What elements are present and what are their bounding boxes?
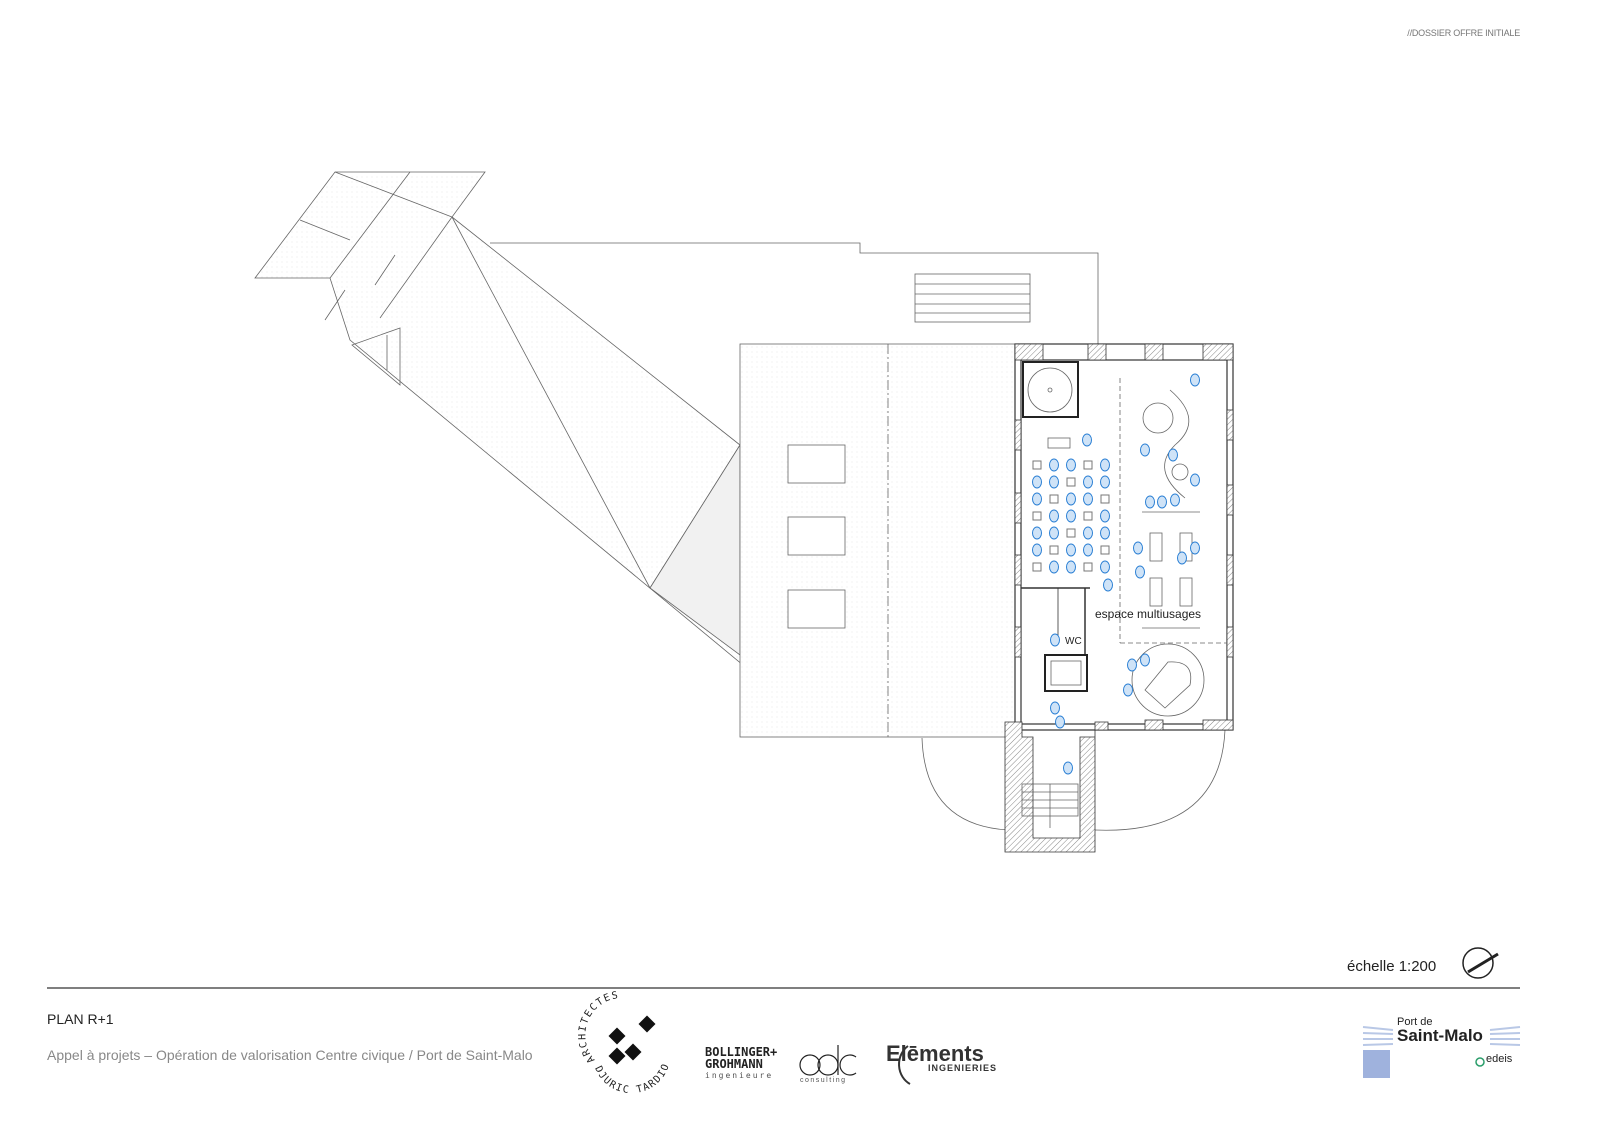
chair	[1066, 477, 1076, 487]
person-figure	[1190, 373, 1200, 387]
person-figure	[1100, 475, 1110, 489]
chair	[1032, 562, 1042, 572]
main-building	[1014, 343, 1234, 731]
person-figure	[1063, 761, 1073, 775]
terrace-arc-left	[921, 737, 1009, 831]
svg-text:consulting: consulting	[800, 1077, 847, 1084]
person-figure	[1082, 433, 1092, 447]
person-figure	[1140, 653, 1150, 667]
person-figure	[1145, 495, 1155, 509]
person-figure	[1055, 715, 1065, 729]
person-figure	[1083, 526, 1093, 540]
rear-building-outline	[490, 242, 1099, 344]
odc-logo: consulting	[799, 1045, 857, 1084]
logo-text: INGENIERIES	[928, 1063, 998, 1073]
person-figure	[1049, 475, 1059, 489]
stair-tower	[1004, 721, 1109, 853]
person-figure	[1032, 543, 1042, 557]
person-figure	[1049, 526, 1059, 540]
chair	[1083, 562, 1093, 572]
project-subtitle: Appel à projets – Opération de valorisat…	[47, 1047, 533, 1063]
north-arrow-icon	[1462, 947, 1499, 979]
furniture-figures	[1032, 373, 1200, 775]
person-figure	[1066, 543, 1076, 557]
person-figure	[1103, 578, 1113, 592]
person-figure	[1049, 560, 1059, 574]
person-figure	[1123, 683, 1133, 697]
terrace-arc-right	[1094, 729, 1226, 831]
chair	[1032, 460, 1042, 470]
person-figure	[1190, 473, 1200, 487]
chair	[1066, 528, 1076, 538]
room-label-wc: WC	[1065, 636, 1082, 647]
person-figure	[1066, 509, 1076, 523]
svg-text:DJURIC TARDIO: DJURIC TARDIO	[592, 1062, 672, 1097]
dossier-label: //DOSSIER OFFRE INITIALE	[1407, 28, 1520, 38]
person-figure	[1066, 560, 1076, 574]
person-figure	[1066, 492, 1076, 506]
person-figure	[1032, 526, 1042, 540]
person-figure	[1083, 475, 1093, 489]
logo-text: ingenieure	[705, 1071, 774, 1080]
person-figure	[1083, 543, 1093, 557]
port-saint-malo-logo: Port de Saint-Malo	[1397, 1016, 1483, 1046]
logo-text: BOLLINGER+	[705, 1045, 778, 1059]
chair	[1083, 511, 1093, 521]
logo-text: Saint-Malo	[1397, 1026, 1483, 1045]
person-figure	[1100, 509, 1110, 523]
elements-logo: Elēments INGENIERIES	[886, 1041, 997, 1073]
logo-text: Elēments	[886, 1041, 984, 1066]
person-figure	[1083, 492, 1093, 506]
person-figure	[1032, 492, 1042, 506]
chair	[1049, 545, 1059, 555]
person-figure	[1127, 658, 1137, 672]
person-figure	[1168, 448, 1178, 462]
chair	[1049, 494, 1059, 504]
architectes-logo: ARCHITECTES DJURIC TARDIO	[577, 990, 672, 1097]
edeis-logo: edeis	[1486, 1053, 1513, 1065]
logo-text: Port de	[1397, 1016, 1433, 1028]
person-figure	[1100, 526, 1110, 540]
person-figure	[1133, 541, 1143, 555]
person-figure	[1066, 458, 1076, 472]
person-figure	[1100, 458, 1110, 472]
diagonal-wing	[254, 171, 831, 738]
person-figure	[1049, 458, 1059, 472]
chair	[1032, 511, 1042, 521]
bollinger-grohmann-logo: BOLLINGER+ GROHMANN ingenieure	[705, 1046, 777, 1082]
person-figure	[1157, 495, 1167, 509]
saint-malo-logo	[1362, 1026, 1521, 1078]
elements-logo-arc	[898, 1045, 911, 1085]
plan-title: PLAN R+1	[47, 1011, 114, 1027]
room-label-espace-multiusages: espace multiusages	[1095, 607, 1202, 621]
logo-text: GROHMANN	[705, 1057, 763, 1071]
person-figure	[1135, 565, 1145, 579]
person-figure	[1100, 560, 1110, 574]
person-figure	[1032, 475, 1042, 489]
middle-building	[739, 343, 1016, 738]
chair	[1083, 460, 1093, 470]
person-figure	[1050, 701, 1060, 715]
person-figure	[1049, 509, 1059, 523]
roof-grille	[914, 273, 1031, 323]
person-figure	[1177, 551, 1187, 565]
chair	[1100, 545, 1110, 555]
chair	[1100, 494, 1110, 504]
person-figure	[1140, 443, 1150, 457]
person-figure	[1050, 633, 1060, 647]
person-figure	[1190, 541, 1200, 555]
scale-label: échelle 1:200	[1347, 958, 1437, 975]
person-figure	[1170, 493, 1180, 507]
